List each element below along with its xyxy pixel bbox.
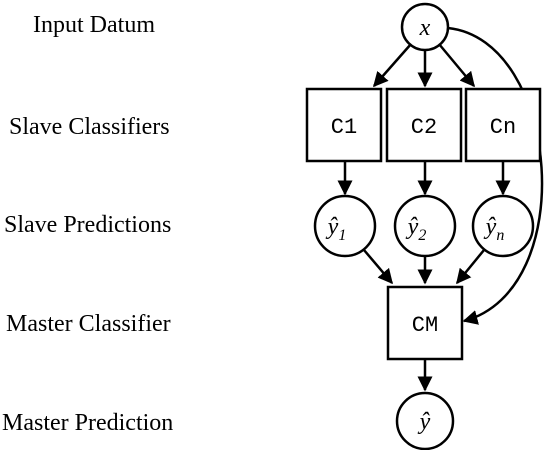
label-master-classifier: Master Classifier (6, 311, 171, 337)
classifier-label: C2 (411, 115, 437, 140)
slave-classifier-cn: Cn (464, 87, 542, 163)
slave-prediction-y1: ŷ1 (313, 194, 377, 258)
label-slave-predictions: Slave Predictions (4, 212, 171, 238)
label-master-prediction: Master Prediction (2, 410, 173, 436)
svg-text:ŷn: ŷn (484, 214, 505, 244)
output-symbol: ŷ (418, 409, 431, 435)
prediction-base: ŷ (484, 214, 497, 240)
input-node: x (400, 2, 450, 52)
slave-classifier-c2: C2 (385, 87, 463, 163)
slave-prediction-y2: ŷ2 (393, 194, 457, 258)
prediction-base: ŷ (406, 214, 419, 240)
edges (337, 26, 544, 392)
edge-yn-cm (456, 249, 485, 285)
slave-classifier-c1: C1 (305, 87, 383, 163)
edge-x-cm-bypass (447, 26, 544, 325)
edge-y1-cm (363, 249, 393, 285)
master-classifier-node: CM (386, 285, 464, 361)
label-input-datum: Input Datum (33, 12, 155, 38)
edge-x-c1 (373, 43, 412, 88)
prediction-subscript: 2 (418, 227, 426, 244)
output-node: ŷ (395, 391, 455, 450)
prediction-subscript: n (496, 227, 504, 244)
svg-text:ŷ2: ŷ2 (406, 214, 427, 244)
input-symbol: x (419, 15, 431, 41)
edge-x-cn (438, 43, 475, 88)
svg-text:ŷ1: ŷ1 (326, 214, 347, 244)
prediction-subscript: 1 (338, 227, 346, 244)
master-classifier-label: CM (412, 313, 438, 338)
label-slave-classifiers: Slave Classifiers (9, 114, 170, 140)
prediction-base: ŷ (326, 214, 339, 240)
classifier-label: C1 (331, 115, 357, 140)
slave-prediction-yn: ŷn (471, 194, 535, 258)
classifier-label: Cn (490, 115, 516, 140)
